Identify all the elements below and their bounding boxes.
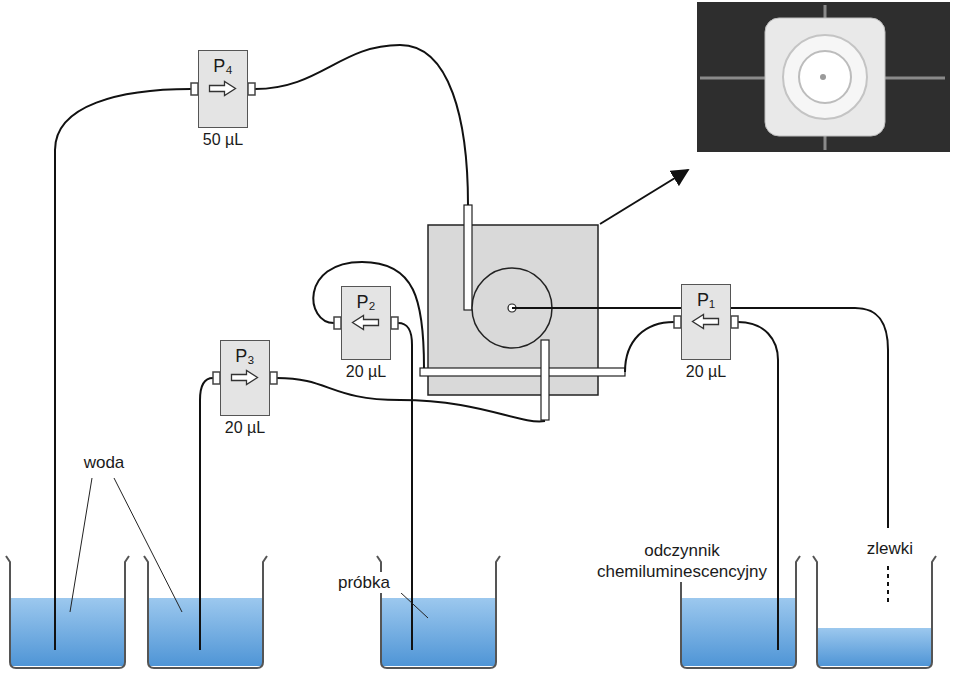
cell-water-channel: [541, 340, 549, 420]
pump-port: [213, 372, 220, 384]
leader-line: [114, 478, 182, 612]
flow-direction-arrow: [693, 315, 719, 329]
flow-cell: [420, 205, 625, 420]
pump-box: P₁20 µL: [681, 284, 731, 360]
flow-direction-arrow: [353, 316, 379, 330]
pump-volume: 20 µL: [223, 418, 267, 438]
photo-cell-ring: [799, 51, 851, 103]
pump-port: [248, 83, 255, 95]
pump-name: P₁: [682, 285, 730, 311]
pump-port: [731, 316, 738, 328]
pump-box: P₃20 µL: [220, 340, 270, 416]
pump-name: P₄: [199, 51, 247, 77]
part-label: zlewki: [848, 538, 932, 559]
flow-direction-arrow: [210, 82, 236, 96]
photo-inset: [697, 2, 950, 152]
water-fill: [11, 598, 124, 666]
part-label: odczynnik chemiluminescencyjny: [587, 540, 777, 582]
cell-mixing-channel: [420, 368, 625, 376]
pump-volume: 20 µL: [344, 362, 388, 382]
pump-ports: [191, 83, 738, 384]
beaker: [6, 556, 129, 668]
water-fill: [818, 628, 931, 666]
tubing: [55, 45, 888, 650]
tube: [55, 89, 191, 650]
pointer-arrow: [600, 170, 688, 224]
part-label: woda: [62, 452, 146, 473]
photo-cell-window: [783, 35, 867, 119]
leader-line: [400, 592, 428, 618]
tube: [200, 378, 213, 650]
beakers: [6, 556, 936, 668]
flow-direction-arrow: [232, 371, 258, 385]
tube-in-waste: [887, 566, 889, 604]
water-fill: [149, 598, 262, 666]
leader-lines: [70, 478, 428, 618]
leader-line: [70, 478, 92, 612]
beaker: [813, 556, 936, 668]
tube: [313, 262, 424, 368]
cell-inlet-channel: [464, 205, 472, 310]
photo-cell-hole: [820, 74, 826, 80]
pump-port: [391, 317, 398, 329]
tube: [255, 45, 468, 205]
tube: [625, 322, 674, 372]
photo-cell-body: [765, 18, 885, 136]
tube: [738, 322, 778, 650]
photo-ground: [697, 2, 950, 152]
pump-box: P₄50 µL: [198, 50, 248, 128]
pump-name: P₂: [342, 287, 390, 313]
pump-port: [674, 316, 681, 328]
pump-port: [191, 83, 198, 95]
water-fill: [382, 598, 495, 666]
pump-box: P₂20 µL: [341, 286, 391, 360]
pump-port: [270, 372, 277, 384]
part-label: próbka: [322, 572, 406, 593]
pump-volume: 50 µL: [201, 130, 245, 150]
pump-volume: 20 µL: [684, 362, 728, 382]
pump-port: [334, 317, 341, 329]
pump-name: P₃: [221, 341, 269, 367]
